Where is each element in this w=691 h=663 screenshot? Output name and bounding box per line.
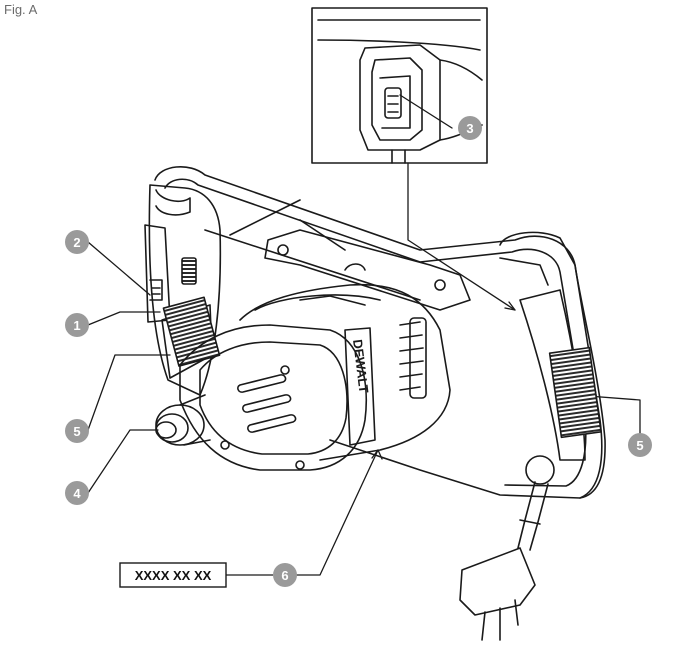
callout-3: 3 — [458, 116, 482, 140]
svg-text:XXXX XX XX: XXXX XX XX — [135, 568, 212, 583]
callout-6: 6 — [273, 563, 297, 587]
power-cord — [517, 455, 555, 551]
motor-housing — [239, 283, 451, 461]
svg-text:2: 2 — [73, 235, 80, 250]
gearbox — [179, 324, 376, 471]
svg-text:5: 5 — [636, 438, 643, 453]
left-grip — [162, 296, 221, 367]
svg-text:3: 3 — [466, 121, 473, 136]
inset-detail — [311, 7, 488, 164]
figure-caption: Fig. A — [4, 2, 38, 17]
callout-5-right: 5 — [628, 433, 652, 457]
brand-logo: DEWALT — [350, 339, 371, 394]
mixer-frame — [154, 165, 603, 499]
svg-text:4: 4 — [73, 486, 81, 501]
callout-5-left: 5 — [65, 419, 89, 443]
leader-lines — [87, 94, 641, 576]
spindle — [155, 394, 211, 446]
right-grip — [548, 346, 602, 439]
svg-text:5: 5 — [73, 424, 80, 439]
callout-2: 2 — [65, 230, 89, 254]
right-handle — [499, 231, 606, 499]
callout-1: 1 — [65, 313, 89, 337]
left-handle — [144, 184, 222, 396]
callout-4: 4 — [65, 481, 89, 505]
svg-text:6: 6 — [281, 568, 288, 583]
model-number-label: XXXX XX XX — [119, 562, 273, 588]
svg-text:1: 1 — [73, 318, 80, 333]
uk-plug-icon — [459, 547, 536, 641]
